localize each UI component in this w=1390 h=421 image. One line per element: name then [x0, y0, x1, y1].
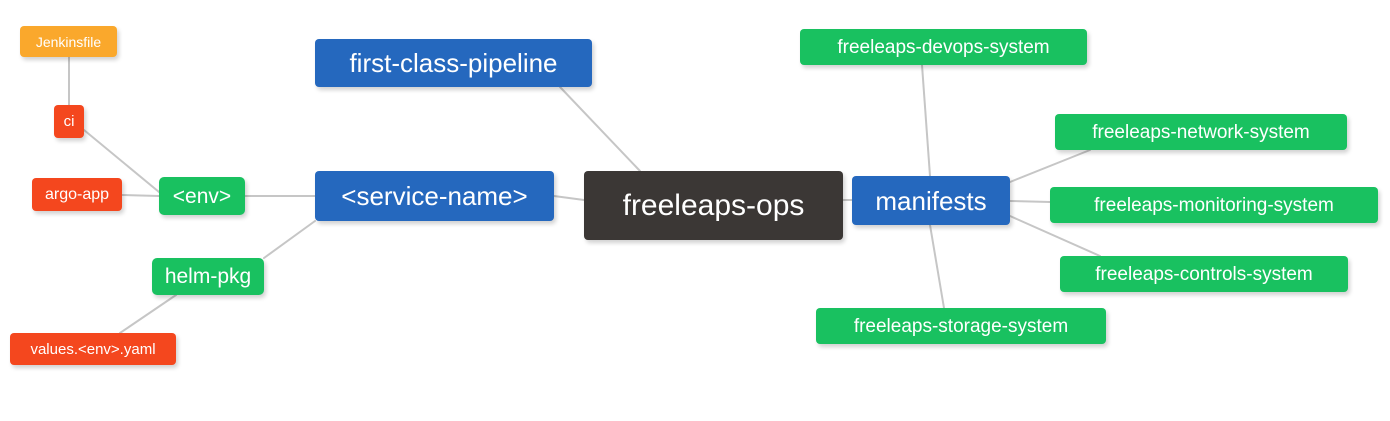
edge-manifests-to-freeleaps-storage-system — [929, 224, 945, 309]
node-freeleaps-devops-system[interactable]: freeleaps-devops-system — [800, 29, 1087, 65]
edge-argo-app-to-env — [121, 194, 160, 197]
edge-service-name-to-helm-pkg — [263, 220, 316, 259]
node-freeleaps-monitoring-system[interactable]: freeleaps-monitoring-system — [1050, 187, 1378, 223]
node-env[interactable]: <env> — [159, 177, 245, 215]
edge-manifests-to-freeleaps-devops-system — [921, 64, 931, 177]
node-values-yaml[interactable]: values.<env>.yaml — [10, 333, 176, 365]
edge-manifests-to-freeleaps-network-system — [1009, 149, 1091, 183]
node-freeleaps-controls-system[interactable]: freeleaps-controls-system — [1060, 256, 1348, 292]
edge-service-name-to-freeleaps-ops — [553, 195, 585, 201]
node-freeleaps-ops[interactable]: freeleaps-ops — [584, 171, 843, 240]
node-label-freeleaps-controls-system: freeleaps-controls-system — [1095, 263, 1313, 285]
node-label-helm-pkg: helm-pkg — [164, 265, 252, 288]
node-freeleaps-storage-system[interactable]: freeleaps-storage-system — [816, 308, 1106, 344]
node-service-name[interactable]: <service-name> — [315, 171, 554, 221]
node-label-service-name: <service-name> — [341, 181, 528, 211]
node-helm-pkg[interactable]: helm-pkg — [152, 258, 264, 295]
node-label-freeleaps-monitoring-system: freeleaps-monitoring-system — [1094, 194, 1334, 216]
node-manifests[interactable]: manifests — [852, 176, 1010, 225]
node-first-class-pipeline[interactable]: first-class-pipeline — [315, 39, 592, 87]
edge-first-class-pipeline-to-freeleaps-ops — [559, 86, 641, 172]
node-label-first-class-pipeline: first-class-pipeline — [349, 48, 558, 78]
node-freeleaps-network-system[interactable]: freeleaps-network-system — [1055, 114, 1347, 150]
node-label-freeleaps-devops-system: freeleaps-devops-system — [837, 36, 1050, 58]
edge-manifests-to-freeleaps-monitoring-system — [1009, 200, 1051, 203]
node-label-freeleaps-network-system: freeleaps-network-system — [1092, 121, 1310, 143]
node-label-freeleaps-storage-system: freeleaps-storage-system — [853, 315, 1069, 337]
edge-helm-pkg-to-values-yaml — [119, 294, 177, 334]
node-label-argo-app: argo-app — [44, 185, 110, 203]
node-label-env: <env> — [172, 184, 232, 208]
node-label-jenkinsfile: Jenkinsfile — [35, 33, 102, 50]
node-label-values-yaml: values.<env>.yaml — [30, 340, 156, 358]
node-argo-app[interactable]: argo-app — [32, 178, 122, 211]
node-label-freeleaps-ops: freeleaps-ops — [622, 188, 805, 222]
node-label-manifests: manifests — [875, 185, 987, 216]
node-label-ci: ci — [63, 113, 75, 130]
node-jenkinsfile[interactable]: Jenkinsfile — [20, 26, 117, 57]
node-ci[interactable]: ci — [54, 105, 84, 138]
